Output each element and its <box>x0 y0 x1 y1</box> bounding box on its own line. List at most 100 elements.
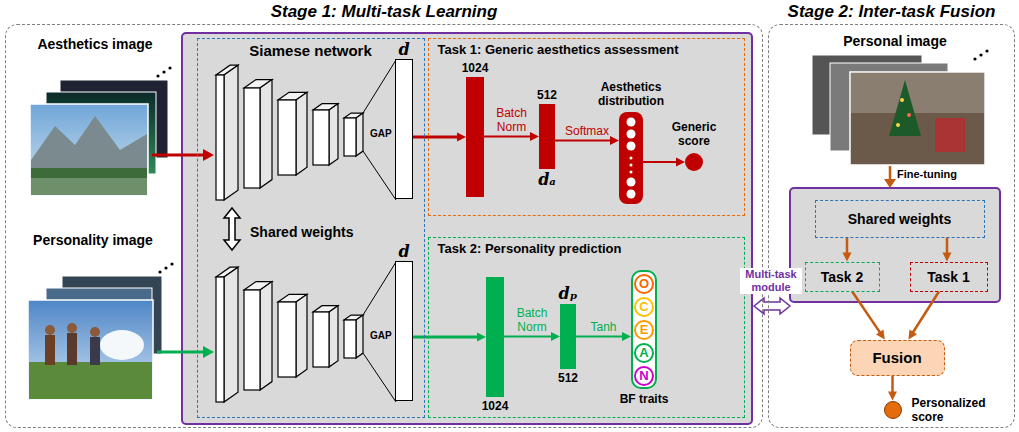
distribution-column: Aesthetics distribution <box>619 112 643 204</box>
photo-light <box>896 123 900 127</box>
distribution-bin <box>627 118 636 127</box>
arrowhead <box>943 253 952 262</box>
connector-line <box>913 292 939 333</box>
fine-tuning-arrow <box>884 179 896 188</box>
module-panel <box>182 33 752 424</box>
dimension-label: d <box>398 40 409 59</box>
dimension-label: dₐ <box>538 170 556 189</box>
box-title: Siamese network <box>249 42 372 59</box>
more-dots <box>164 266 167 269</box>
feature-vector: d <box>395 59 413 199</box>
task-box: Task 2: Personality prediction1024dₚ512O… <box>428 237 745 418</box>
photo-gift <box>935 118 965 152</box>
trait-letter: E <box>634 320 654 340</box>
photo-person <box>67 333 77 365</box>
connector-line <box>484 136 531 138</box>
stage-panel: Stage 1: Multi-task LearningSiamese netw… <box>5 24 763 428</box>
conv-layer <box>278 100 296 175</box>
conv-layer <box>329 306 338 367</box>
process-box: Shared weights <box>815 200 985 238</box>
dimension-label: dₚ <box>558 284 577 303</box>
conv-layer <box>224 267 238 402</box>
connector <box>852 292 885 340</box>
traits-box: OCEANBF traits <box>631 270 657 389</box>
annotation-label: Personality image <box>28 232 158 248</box>
annotation-label: Multi-task module <box>740 268 802 294</box>
conv-layer <box>344 118 356 156</box>
photo-person <box>67 323 77 333</box>
conv-layer <box>260 80 272 188</box>
photo <box>30 104 148 196</box>
connector-line <box>846 238 849 254</box>
stage-title: Stage 2: Inter-task Fusion <box>788 2 996 22</box>
conv-layer <box>313 312 329 367</box>
conv-layer <box>296 294 307 377</box>
box-label: Shared weights <box>848 211 951 227</box>
more-dots <box>156 74 159 77</box>
dimension-label: d <box>398 242 409 261</box>
module-link-arrow <box>754 298 790 314</box>
connector <box>843 238 852 262</box>
gap-line <box>363 60 396 113</box>
node-label: Personalized score <box>912 396 996 424</box>
score-circle: Personalized score <box>884 401 902 419</box>
annotation-label: Aesthetics image <box>30 36 160 52</box>
distribution-dot <box>630 171 633 174</box>
box-label: Fusion <box>872 349 921 366</box>
annotation-label: Personal image <box>830 33 960 49</box>
node-label: Generic score <box>664 120 724 148</box>
dimension-label: 512 <box>537 88 557 102</box>
edge-label: Batch Norm <box>507 306 557 334</box>
more-dots <box>170 262 173 265</box>
connector-line <box>555 140 611 142</box>
edge-label: Tanh <box>590 320 616 334</box>
arrowhead <box>908 329 917 339</box>
distribution-bin <box>627 142 636 151</box>
arrowhead <box>551 332 560 341</box>
trait-letter: N <box>634 366 654 386</box>
module-panel <box>790 188 1000 302</box>
photo-tree <box>889 80 921 136</box>
annotation-label: GAP <box>370 128 392 139</box>
node-label: Aesthetics distribution <box>595 80 667 108</box>
input-arrow <box>203 346 214 358</box>
connector <box>908 292 939 340</box>
photo <box>850 72 985 165</box>
conv-layer <box>356 113 363 156</box>
conv-layer <box>344 320 356 358</box>
photo-grass <box>29 362 152 399</box>
conv-layer <box>356 315 363 358</box>
connector <box>943 238 952 262</box>
more-dots <box>158 270 161 273</box>
process-box: Task 1 <box>910 262 988 292</box>
connector-line <box>946 238 949 254</box>
photo-person <box>45 325 55 335</box>
box-label: Task 2 <box>821 269 864 285</box>
connector-line <box>852 292 880 333</box>
arrowhead <box>843 253 852 262</box>
conv-layer <box>296 92 307 175</box>
photo <box>28 300 153 400</box>
connector-line <box>891 376 894 393</box>
conv-layer <box>313 110 329 165</box>
gap-line <box>363 151 396 200</box>
arrowhead <box>676 158 685 167</box>
more-dots <box>985 49 988 52</box>
edge-label: Batch Norm <box>487 106 537 134</box>
conv-layer <box>216 277 224 402</box>
dimension-label: 1024 <box>482 399 509 413</box>
annotation-label: Shared weights <box>250 224 353 240</box>
connector <box>888 376 897 401</box>
edge-label: Softmax <box>565 124 609 138</box>
conv-layer <box>216 75 224 200</box>
photo-mountain <box>31 116 147 170</box>
photo-person <box>90 337 100 365</box>
photo-light <box>900 98 904 102</box>
trait-letter: O <box>634 274 654 294</box>
box-title: Task 2: Personality prediction <box>438 241 622 256</box>
conv-layer <box>278 302 296 377</box>
trait-letter: C <box>634 297 654 317</box>
distribution-dot <box>630 164 633 167</box>
input-arrow <box>203 149 214 161</box>
more-dots <box>979 53 982 56</box>
